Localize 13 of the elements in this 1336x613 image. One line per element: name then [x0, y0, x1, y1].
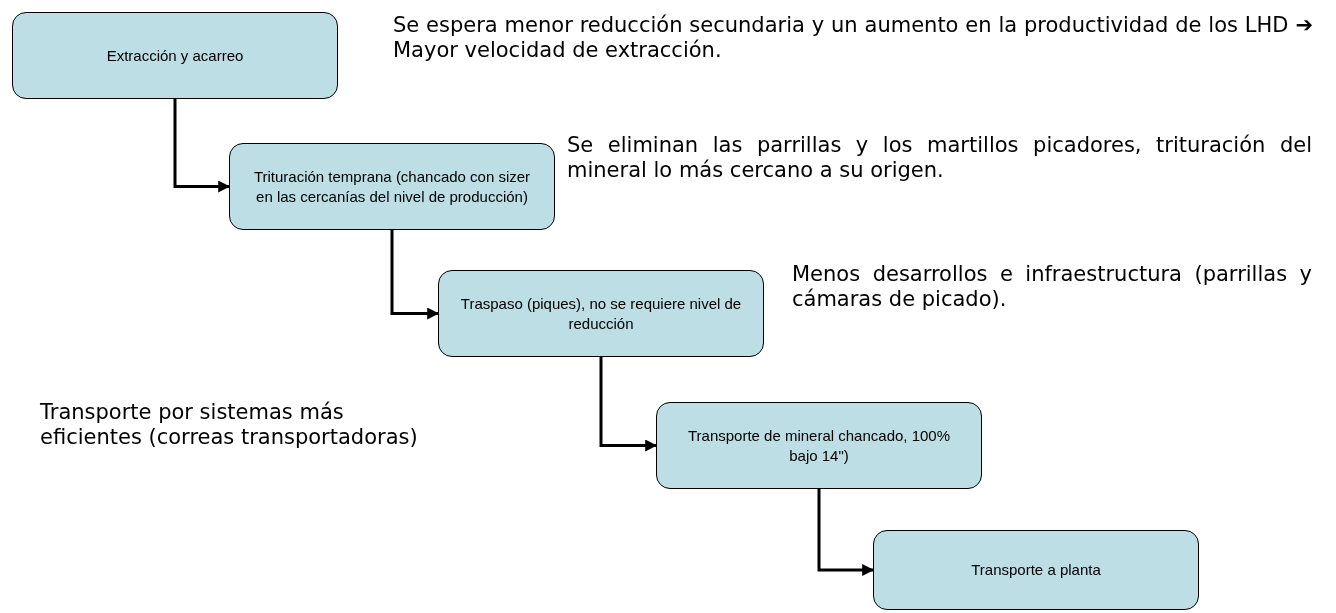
process-box: Transporte de mineral chancado, 100% bajo 14")	[656, 402, 982, 489]
arrow	[390, 230, 440, 320]
note-text: Menos desarrollos e infraestructura (parrillas y cámaras de picado).	[792, 262, 1312, 313]
arrow	[173, 99, 231, 193]
arrow	[599, 357, 658, 452]
process-box: Traspaso (piques), no se requiere nivel de reducción	[438, 270, 764, 357]
note-text: Se eliminan las parrillas y los martillos picadores, trituración del mineral lo más cercano a su origen.	[567, 133, 1312, 184]
note-text: Transporte por sistemas más eficientes (correas transportadoras)	[40, 400, 419, 451]
process-box: Transporte a planta	[873, 530, 1199, 610]
arrow	[817, 489, 875, 576]
process-box: Trituración temprana (chancado con sizer en las cercanías del nivel de producción)	[229, 143, 555, 230]
process-box: Extracción y acarreo	[12, 12, 338, 99]
note-text: Se espera menor reducción secundaria y un aumento en la productividad de los LHD ➔ Mayor velocidad de extracción.	[393, 13, 1313, 64]
